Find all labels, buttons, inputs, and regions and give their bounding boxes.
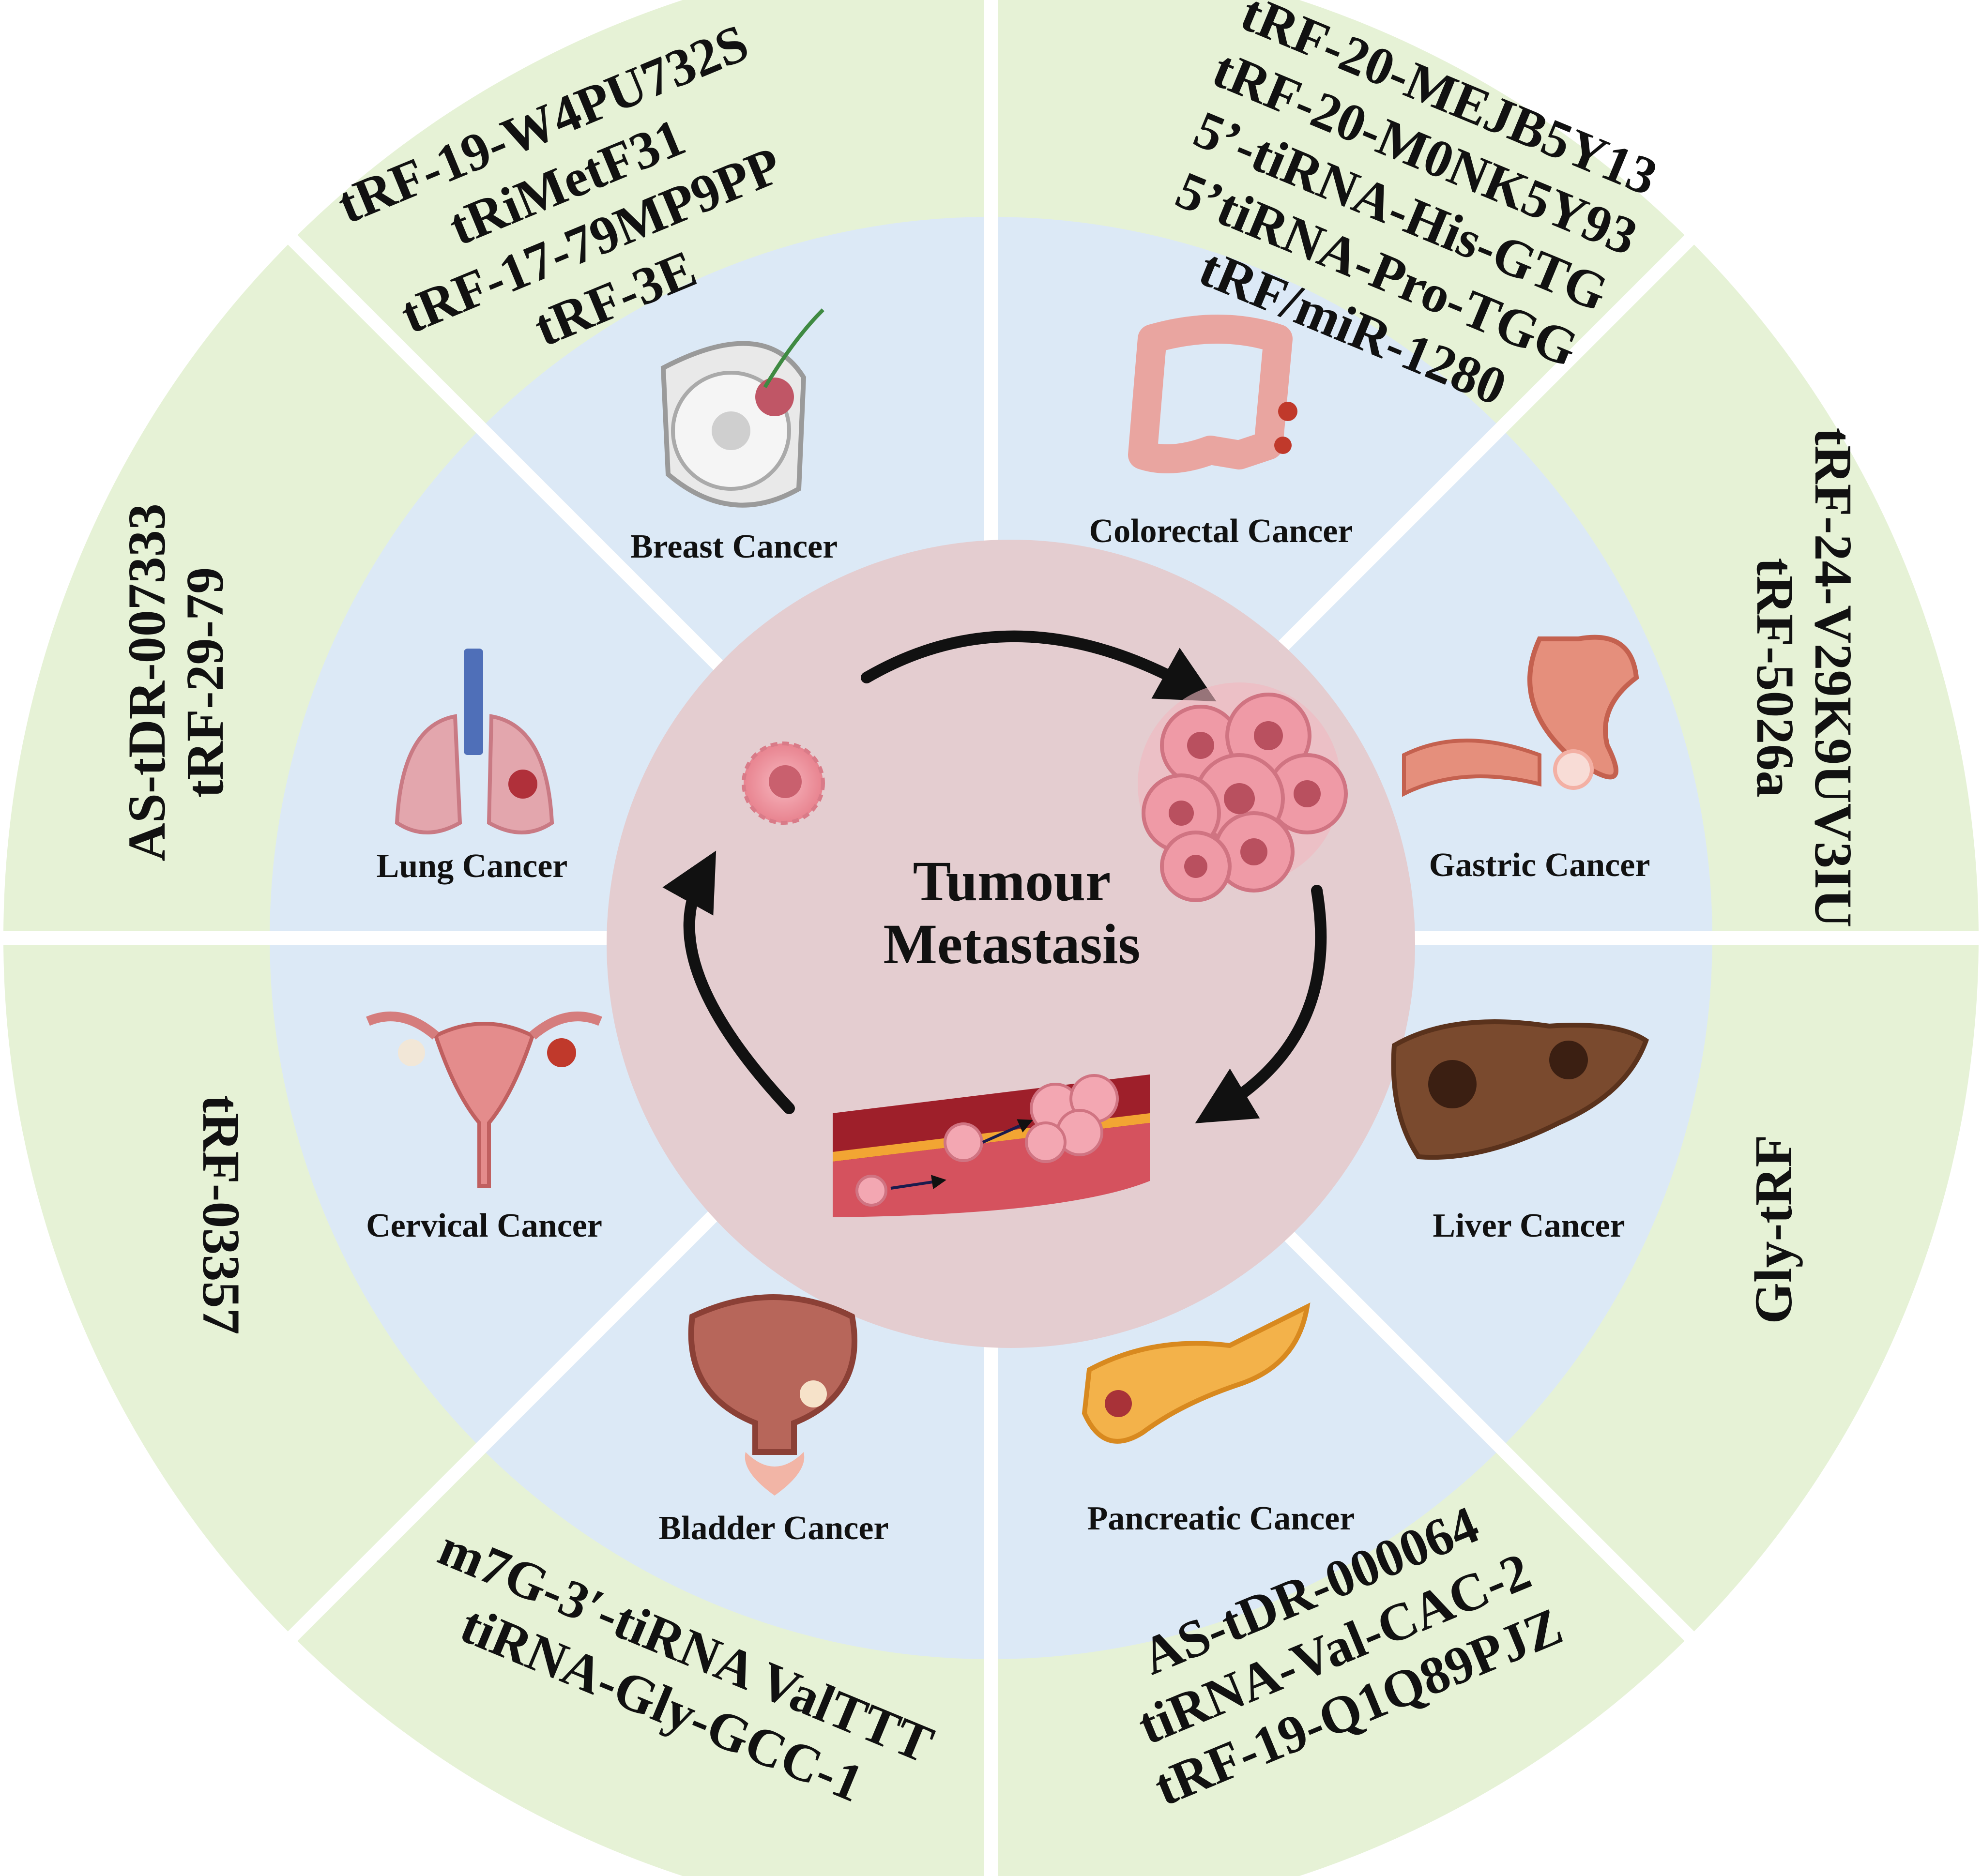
trf-label: tRF-03357 [192, 1095, 251, 1335]
trf-label: tRF-29-79 [175, 567, 234, 798]
trf-label: tRF-5026a [1746, 558, 1805, 798]
liver-icon [1391, 1019, 1649, 1160]
bladder-icon [688, 1294, 857, 1496]
cell-cluster-icon [1138, 682, 1348, 902]
stomach-icon [1402, 635, 1639, 797]
arrow-right [1195, 885, 1327, 1123]
cancer-label-gastric: Gastric Cancer [1429, 847, 1650, 884]
center-title-line2: Metastasis [884, 912, 1141, 976]
arrow-top [861, 630, 1217, 702]
trf-label: tRF-24-V29K9UV3IU [1804, 428, 1863, 928]
trf-list-liver: Gly-tRF [1744, 1135, 1803, 1324]
colon-icon [1128, 315, 1297, 473]
breast-icon [660, 308, 824, 508]
trf-list-cervical: tRF-03357 [192, 1095, 251, 1335]
lungs-icon [395, 649, 554, 834]
trf-list-lung: AS-tDR-007333 tRF-29-79 [117, 503, 234, 861]
uterus-icon [366, 1012, 602, 1188]
cancer-label-bladder: Bladder Cancer [658, 1510, 888, 1547]
pancreas-icon [1082, 1302, 1311, 1444]
center-title-line1: Tumour [913, 849, 1111, 913]
cancer-label-cervical: Cervical Cancer [366, 1207, 602, 1244]
cancer-label-pancreatic: Pancreatic Cancer [1087, 1500, 1355, 1537]
trf-list-gastric: tRF-24-V29K9UV3IU tRF-5026a [1746, 428, 1863, 928]
blood-vessel-icon [833, 1074, 1150, 1217]
arrow-left [662, 850, 795, 1114]
trf-label: Gly-tRF [1744, 1135, 1803, 1324]
cancer-label-lung: Lung Cancer [377, 847, 568, 885]
cancer-label-breast: Breast Cancer [630, 528, 838, 565]
tumor-cell-icon [742, 741, 825, 825]
trf-label: AS-tDR-007333 [117, 503, 176, 861]
metastasis-cycle-arrows [662, 630, 1327, 1123]
cancer-label-liver: Liver Cancer [1433, 1207, 1625, 1244]
cancer-label-colorectal: Colorectal Cancer [1089, 513, 1353, 550]
